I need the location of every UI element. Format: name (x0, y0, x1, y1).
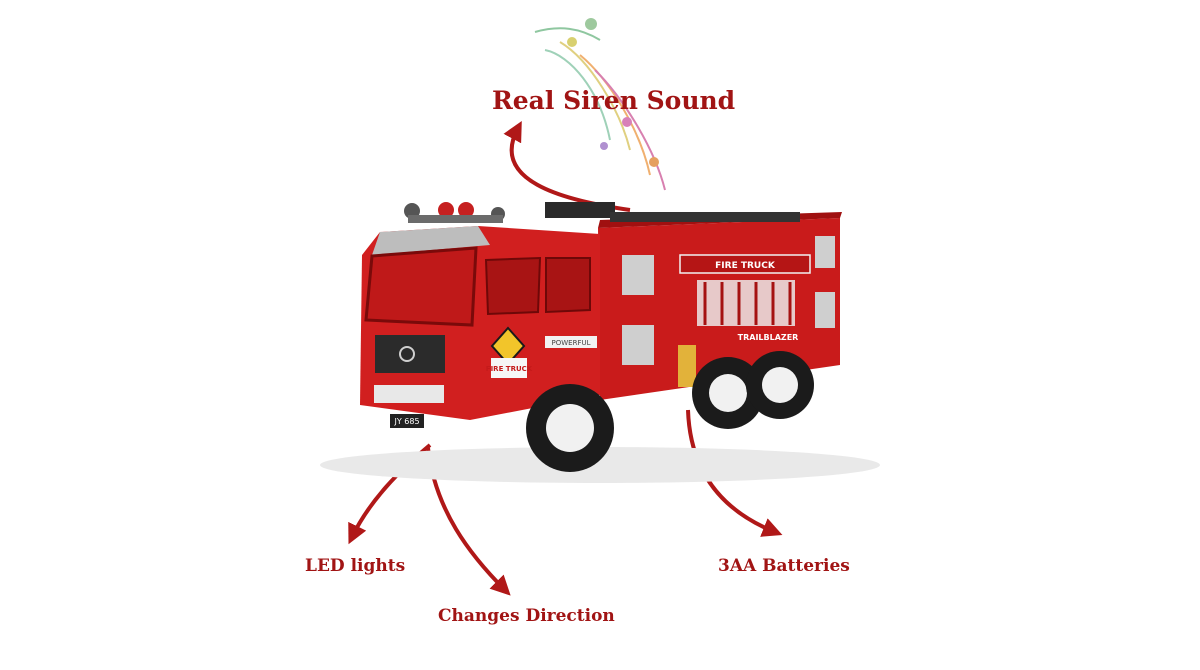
license-plate: JY 685 (393, 417, 419, 426)
side-subtitle: TRAILBLAZER (738, 333, 799, 342)
music-notes-icon (534, 18, 666, 191)
powerful-sticker: POWERFUL (552, 339, 591, 347)
side-sign: FIRE TRUCK (715, 261, 776, 271)
callout-batteries: 3AA Batteries (718, 556, 850, 576)
callout-siren: Real Siren Sound (492, 86, 736, 115)
truck-cab: JY 685 FIRE TRUCK POWERFUL (360, 202, 600, 428)
callout-changes-direction: Changes Direction (438, 606, 615, 626)
callout-led-lights: LED lights (305, 556, 406, 576)
wheels (526, 351, 814, 472)
arrow-batteries (686, 409, 783, 537)
arrow-siren (503, 120, 631, 212)
fire-badge: FIRE TRUCK (486, 365, 533, 373)
